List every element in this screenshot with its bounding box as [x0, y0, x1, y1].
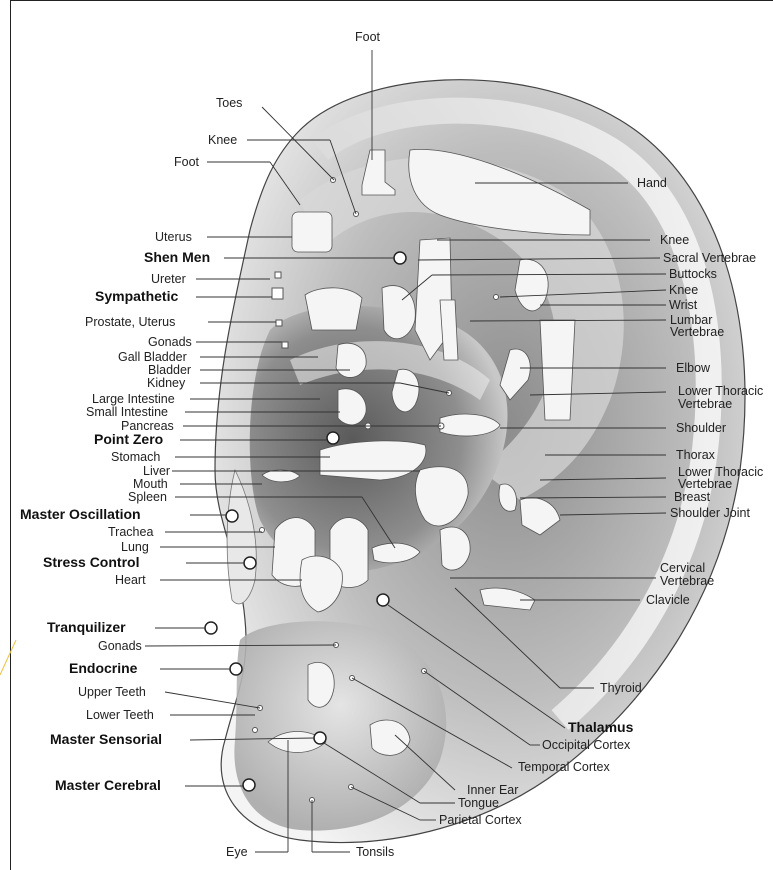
label-temporal-cortex: Temporal Cortex	[518, 761, 610, 774]
label-thyroid: Thyroid	[600, 682, 642, 695]
master-cerebral-point	[243, 779, 255, 791]
label-foot-2: Foot	[174, 156, 199, 169]
label-endocrine: Endocrine	[69, 662, 137, 675]
label-small-intestine: Small Intestine	[86, 406, 168, 419]
label-lung: Lung	[121, 541, 149, 554]
margin-arrow-line	[0, 640, 16, 675]
label-tongue: Tongue	[458, 797, 499, 810]
label-lower-thoracic-vertebrae-1: Vertebrae	[678, 398, 732, 411]
label-foot-top: Foot	[355, 31, 380, 44]
label-elbow: Elbow	[676, 362, 710, 375]
point-zero-marker	[327, 432, 339, 444]
label-parietal-cortex: Parietal Cortex	[439, 814, 522, 827]
label-trachea: Trachea	[108, 526, 153, 539]
sympathetic-square	[272, 288, 283, 299]
label-shen-men: Shen Men	[144, 251, 210, 264]
label-thalamus: Thalamus	[568, 721, 633, 734]
label-stress-control: Stress Control	[43, 556, 139, 569]
label-shoulder: Shoulder	[676, 422, 726, 435]
label-gonads-1: Gonads	[148, 336, 192, 349]
endocrine-point	[230, 663, 242, 675]
label-hand: Hand	[637, 177, 667, 190]
label-lumbar-vertebrae: Vertebrae	[670, 326, 724, 339]
master-sensorial-point	[314, 732, 326, 744]
uterus-icon	[292, 212, 332, 252]
label-master-oscillation: Master Oscillation	[20, 508, 141, 521]
tranquilizer-point	[205, 622, 217, 634]
label-occipital-cortex: Occipital Cortex	[542, 739, 630, 752]
label-eye: Eye	[226, 846, 248, 859]
label-heart: Heart	[115, 574, 146, 587]
label-stomach: Stomach	[111, 451, 160, 464]
label-sacral-vertebrae: Sacral Vertebrae	[663, 252, 756, 265]
label-uterus: Uterus	[155, 231, 192, 244]
label-ureter: Ureter	[151, 273, 186, 286]
label-thorax: Thorax	[676, 449, 715, 462]
label-gonads-2: Gonads	[98, 640, 142, 653]
label-tranquilizer: Tranquilizer	[47, 621, 126, 634]
label-tonsils: Tonsils	[356, 846, 394, 859]
label-clavicle: Clavicle	[646, 594, 690, 607]
label-lower-teeth: Lower Teeth	[86, 709, 154, 722]
label-upper-teeth: Upper Teeth	[78, 686, 146, 699]
label-knee-r2: Knee	[669, 284, 698, 297]
label-point-zero: Point Zero	[94, 433, 163, 446]
label-sympathetic: Sympathetic	[95, 290, 178, 303]
label-shoulder-joint: Shoulder Joint	[670, 507, 750, 520]
label-breast: Breast	[674, 491, 710, 504]
label-prostate-uterus: Prostate, Uterus	[85, 316, 175, 329]
label-kidney: Kidney	[147, 377, 185, 390]
pelvis-icon	[305, 288, 362, 330]
label-spleen: Spleen	[128, 491, 167, 504]
arm-icon	[540, 320, 575, 420]
shen-men-point	[394, 252, 406, 264]
stress-control-point	[244, 557, 256, 569]
thalamus-point	[377, 594, 389, 606]
label-buttocks: Buttocks	[669, 268, 717, 281]
label-master-cerebral: Master Cerebral	[55, 779, 161, 792]
label-toes: Toes	[216, 97, 242, 110]
label-cervical-vertebrae: Vertebrae	[660, 575, 714, 588]
label-wrist: Wrist	[669, 299, 697, 312]
master-oscillation-point	[226, 510, 238, 522]
label-master-sensorial: Master Sensorial	[50, 733, 162, 746]
label-knee-top: Knee	[208, 134, 237, 147]
label-knee-r1: Knee	[660, 234, 689, 247]
